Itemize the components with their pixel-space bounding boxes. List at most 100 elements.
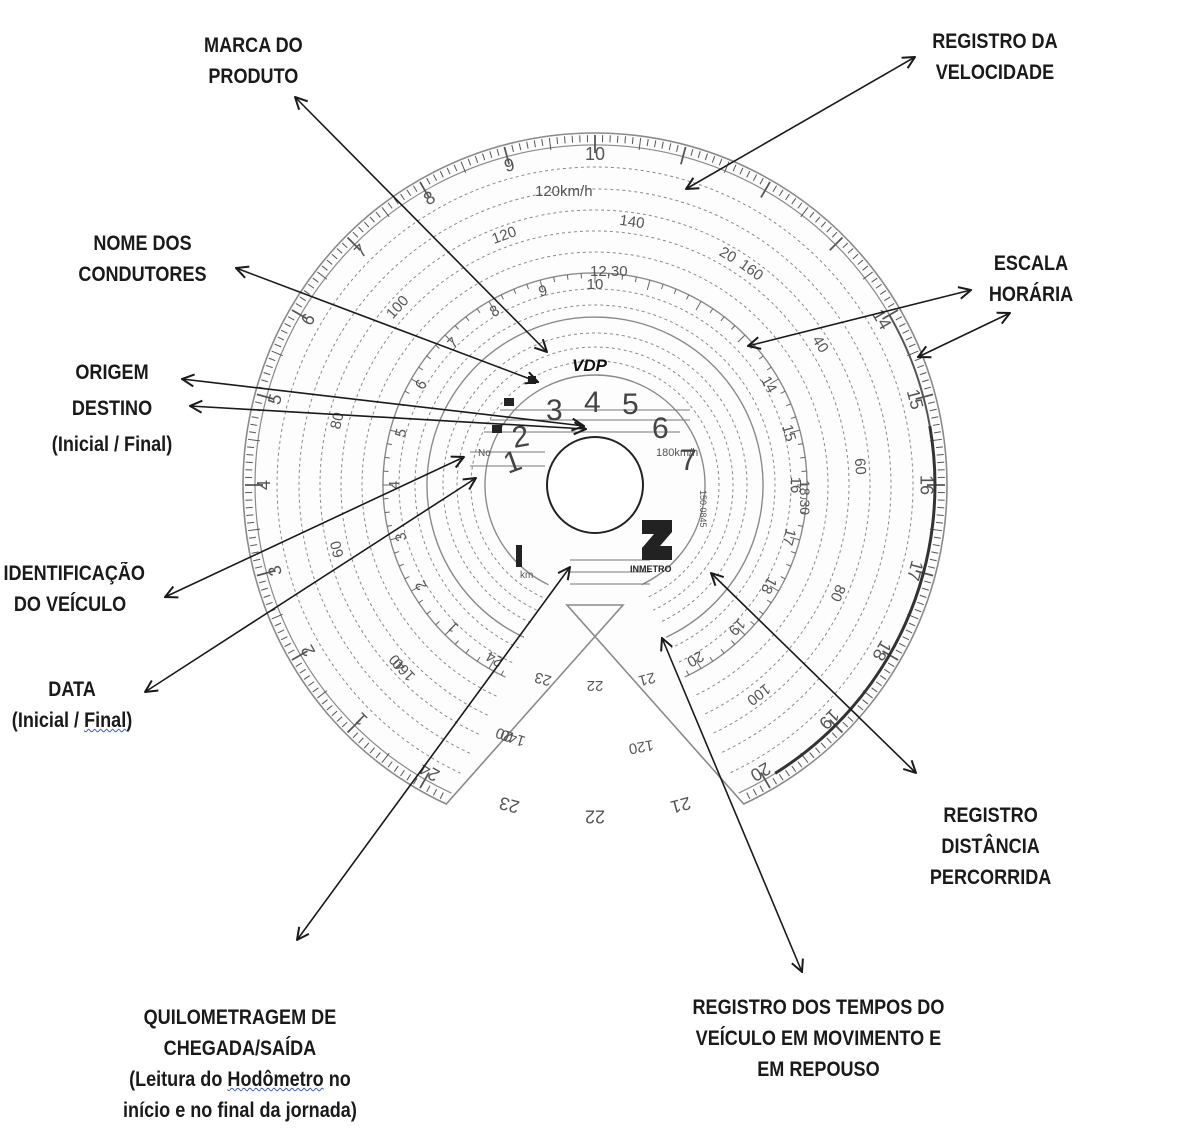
arrow-quilometragem: [297, 567, 570, 940]
brand-logo: VDP: [572, 356, 608, 375]
inner-tick: [790, 551, 796, 554]
label-escala-line2: HORÁRIA: [988, 283, 1074, 306]
time-tick: [831, 231, 838, 238]
arrow-distancia: [711, 573, 916, 773]
time-tick: [924, 580, 932, 584]
handwriting-4: 4: [584, 386, 601, 419]
time-tick: [624, 136, 627, 144]
time-tick: [921, 587, 929, 591]
time-tick: [933, 431, 942, 434]
time-tick: [917, 364, 925, 369]
arrows: [145, 57, 1010, 972]
time-tick: [919, 594, 927, 598]
inner-tick: [797, 443, 804, 446]
time-tick: [931, 551, 939, 554]
inner-tick: [673, 288, 677, 294]
time-tick: [924, 386, 932, 390]
hour-inner-10: 10: [587, 276, 604, 293]
ring-12: [470, 360, 720, 598]
hour-outer-15: 15: [903, 387, 928, 412]
time-tick: [797, 202, 803, 209]
time-tick: [932, 423, 940, 426]
hour-outer-21: 21: [668, 793, 693, 818]
label-quilometragem-line3: (Leitura do Hodômetro no: [123, 1064, 357, 1095]
arrow-escala-inner: [748, 290, 971, 346]
ring-5: [361, 251, 829, 697]
time-tick: [928, 401, 936, 404]
time-tick: [631, 137, 634, 145]
label-marca-line2: PRODUTO: [208, 65, 299, 88]
hour-outer-22: 22: [585, 806, 605, 826]
time-tick: [917, 601, 925, 606]
inner-tick: [384, 511, 390, 514]
time-tick: [676, 144, 679, 152]
label-marca-line1: MARCA DO: [204, 34, 303, 57]
inner-tick: [797, 524, 804, 527]
inner-tick: [731, 325, 736, 330]
inner-tick: [634, 276, 637, 283]
label-tempos-line2: VEÍCULO EM MOVIMENTO E: [695, 1027, 942, 1050]
handwriting-6: 6: [652, 412, 669, 445]
time-tick: [935, 521, 943, 524]
label-origem-line2: DESTINO: [71, 397, 153, 420]
ring-11: [456, 346, 734, 611]
km-icon: [516, 545, 522, 567]
inner-tick: [786, 403, 792, 407]
inner-tick: [789, 536, 800, 541]
speed-unit-inner: 180km/h: [656, 447, 698, 459]
inner-tick: [790, 416, 796, 419]
inner-tick: [758, 355, 764, 360]
ring-8: [414, 304, 776, 649]
speed-a-60: 60: [851, 458, 869, 476]
time-tick: [933, 536, 942, 539]
label-distancia-line2: DISTÂNCIA: [941, 835, 1040, 858]
time-tick: [862, 265, 869, 271]
arrow-escala-outer: [918, 313, 1010, 357]
inner-tick: [720, 316, 725, 322]
time-tick: [820, 221, 827, 228]
label-data-part3: ): [126, 709, 133, 732]
inner-tick: [786, 563, 792, 567]
time-tick: [842, 242, 849, 249]
label-escala-line1: ESCALA: [993, 252, 1069, 275]
label-quilometragem-line2: CHEGADA/SAÍDA: [163, 1037, 317, 1060]
time-tick: [661, 141, 664, 149]
time-tick: [929, 558, 937, 562]
time-tick: [928, 566, 936, 569]
serial-number: 150.0845: [698, 490, 708, 528]
label-condutores-line1: NOME DOS: [93, 232, 192, 255]
hour-outer-23: 23: [497, 793, 522, 818]
time-tick: [847, 248, 854, 254]
time-tick: [668, 143, 672, 151]
time-tick: [826, 226, 832, 233]
label-tempos-line1: REGISTRO DOS TEMPOS DO: [692, 996, 945, 1019]
label-tempos-line3: EM REPOUSO: [757, 1058, 880, 1081]
time-tick: [791, 198, 797, 205]
hour-outer-10: 10: [585, 144, 605, 164]
label-origem-line1: ORIGEM: [75, 361, 149, 384]
label-identificacao-line1: IDENTIFICAÇÃO: [3, 562, 145, 585]
disc-structure: [242, 132, 948, 805]
inner-tick: [800, 511, 806, 514]
arrow-tempos: [662, 638, 802, 972]
time-tick: [809, 211, 815, 218]
time-tick: [246, 514, 254, 517]
inner-tick: [384, 456, 390, 459]
label-marca: MARCA DO PRODUTO: [204, 30, 303, 92]
label-condutores: NOME DOS CONDUTORES: [78, 228, 206, 290]
label-data-part2: Final: [84, 709, 127, 732]
inner-tick: [709, 308, 714, 314]
time-tick: [932, 544, 940, 547]
label-distancia-line1: REGISTRO: [943, 804, 1038, 827]
truck-2-icon: [492, 425, 502, 433]
label-quilometragem-part3: no: [323, 1068, 351, 1091]
speed-a-140: 140: [498, 726, 527, 750]
hour-inner-22: 22: [587, 677, 604, 694]
inmetro-logo-icon: [642, 520, 672, 560]
label-data-line2: (Inicial / Final): [12, 705, 132, 736]
label-distancia-line3: PERCORRIDA: [929, 866, 1052, 889]
label-quilometragem-line1: QUILOMETRAGEM DE: [143, 1006, 337, 1029]
hour-inner-15: 15: [778, 423, 799, 444]
